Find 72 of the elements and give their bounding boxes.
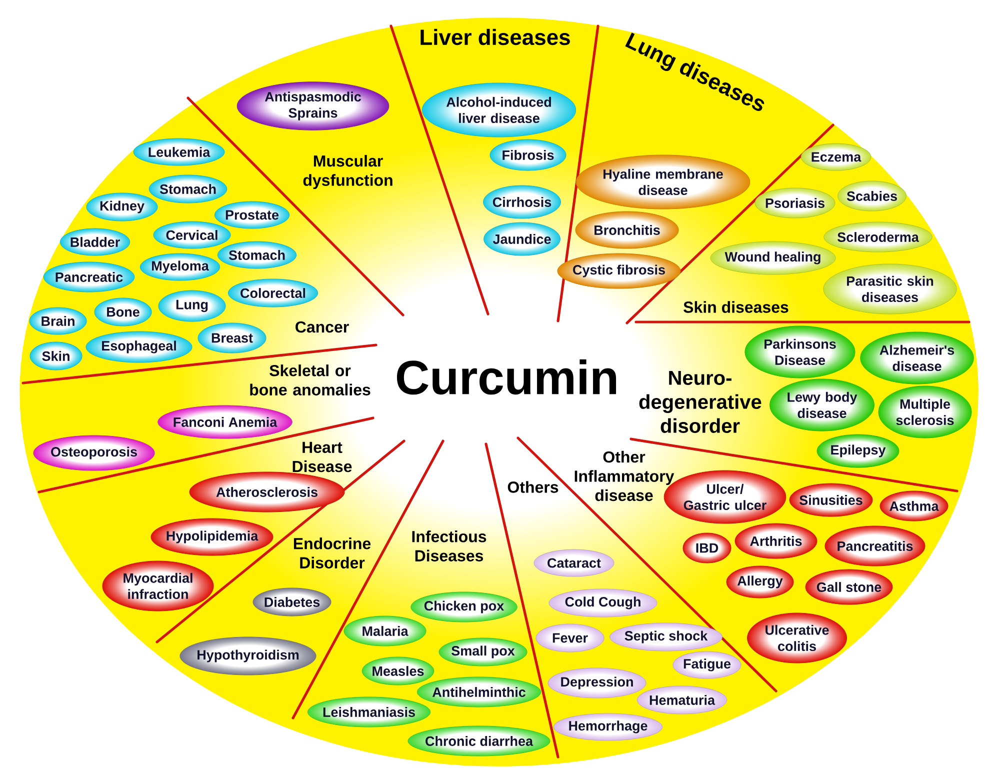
- disease-oval: Cervical: [153, 221, 231, 249]
- disease-oval: Epilepsy: [816, 434, 900, 468]
- disease-oval: Colorectal: [228, 278, 318, 308]
- disease-oval: Stomach: [217, 241, 297, 269]
- disease-oval: Wound healing: [710, 241, 836, 275]
- disease-oval: Fever: [536, 624, 604, 652]
- category-label: Muscular dysfunction: [303, 154, 392, 190]
- disease-oval: Pancreatic: [43, 262, 135, 292]
- disease-oval: Ulcerative colitis: [747, 612, 847, 664]
- disease-oval: Leukemia: [133, 138, 225, 166]
- disease-oval: Alzhemeir's disease: [860, 332, 974, 384]
- disease-oval: Sinusities: [789, 483, 873, 517]
- disease-oval: Breast: [198, 322, 266, 354]
- category-label: Endocrine Disorder: [294, 538, 371, 568]
- disease-oval: Cold Cough: [548, 588, 658, 618]
- disease-oval: Malaria: [344, 616, 426, 646]
- disease-oval: Skin: [30, 342, 82, 370]
- category-label: Heart Disease: [292, 442, 352, 472]
- disease-oval: Asthma: [880, 490, 948, 522]
- disease-oval: Hypothyroidism: [180, 636, 316, 676]
- disease-oval: Hematuria: [636, 686, 728, 714]
- disease-oval: IBD: [682, 532, 732, 564]
- disease-oval: Antispasmodic Sprains: [236, 82, 390, 130]
- disease-oval: Pancreatitis: [824, 526, 926, 566]
- disease-oval: Parkinsons Disease: [744, 326, 856, 378]
- disease-oval: Arthritis: [734, 523, 818, 559]
- disease-oval: Small pox: [438, 638, 528, 666]
- category-label: Skin diseases: [684, 301, 788, 313]
- category-label: Skeletal or bone anomalies: [250, 364, 370, 396]
- disease-oval: Measles: [362, 656, 434, 686]
- disease-oval: Stomach: [148, 174, 228, 204]
- disease-oval: Esophageal: [86, 331, 192, 363]
- disease-oval: Osteoporosis: [33, 435, 155, 471]
- category-label: Liver diseases: [420, 28, 570, 46]
- disease-oval: Bone: [94, 298, 152, 326]
- disease-oval: Fibrosis: [490, 139, 566, 171]
- disease-oval: Depression: [548, 668, 646, 698]
- disease-oval: Scleroderma: [824, 222, 932, 252]
- disease-oval: Parasitic skin diseases: [823, 264, 957, 314]
- disease-oval: Lung: [158, 290, 226, 322]
- disease-oval: Cirrhosis: [483, 185, 561, 219]
- disease-oval: Kidney: [86, 192, 158, 222]
- disease-oval: Leishmaniasis: [307, 696, 431, 728]
- disease-oval: Brain: [29, 307, 87, 335]
- disease-oval: Chronic diarrhea: [408, 726, 550, 756]
- disease-oval: Antihelminthic: [416, 676, 542, 708]
- category-label: Infectious Diseases: [412, 530, 486, 562]
- disease-oval: Allergy: [726, 566, 794, 598]
- disease-oval: Eczema: [800, 143, 872, 171]
- disease-oval: Diabetes: [252, 588, 332, 616]
- disease-oval: Cataract: [534, 549, 614, 577]
- disease-oval: Atherosclerosis: [189, 472, 345, 512]
- disease-oval: Multiple sclerosis: [878, 386, 972, 438]
- disease-oval: Lewy body disease: [770, 378, 874, 432]
- disease-oval: Jaundice: [484, 222, 560, 256]
- disease-oval: Bladder: [60, 228, 130, 256]
- disease-oval: Cystic fibrosis: [557, 253, 681, 289]
- disease-oval: Psoriasis: [754, 188, 836, 218]
- disease-oval: Septic shock: [610, 622, 722, 652]
- category-label: Others: [508, 481, 558, 493]
- disease-oval: Gall stone: [805, 569, 893, 605]
- disease-oval: Hemorrhage: [553, 713, 663, 741]
- disease-oval: Bronchitis: [575, 211, 679, 249]
- disease-oval: Myocardial infraction: [102, 560, 214, 612]
- disease-oval: Myeloma: [140, 253, 220, 281]
- disease-oval: Alcohol-induced liver disease: [422, 82, 576, 138]
- disease-oval: Chicken pox: [410, 592, 518, 622]
- disease-oval: Hyaline membrane disease: [576, 154, 750, 210]
- disease-oval: Fatigue: [672, 651, 742, 679]
- disease-oval: Scabies: [838, 180, 906, 212]
- disease-oval: Prostate: [214, 201, 290, 229]
- category-label: Cancer: [296, 321, 349, 333]
